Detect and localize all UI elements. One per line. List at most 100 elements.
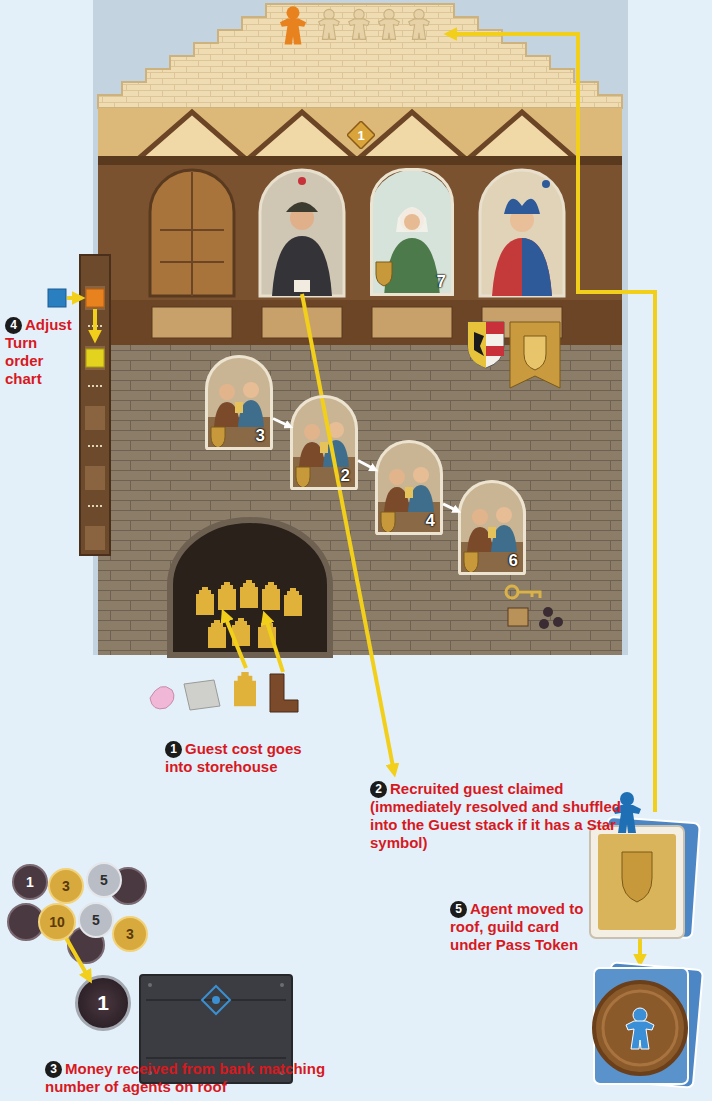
coin: 10 [38,903,76,941]
slot-band [152,307,232,338]
guild-cards [590,826,684,938]
roof-slots [319,9,340,39]
jester-window [504,199,540,214]
coin-value: 5 [100,872,108,888]
callout-step: 5Agent moved to roof, guild card under P… [450,900,586,954]
guest-card: 2 [290,395,358,490]
turn-cubes [93,309,97,338]
callout-text: Money received from bank matching number… [45,1060,325,1095]
window-shutters [160,172,224,296]
facade [98,160,622,165]
turn-order-chart [85,346,105,370]
tavern-cards [458,480,526,575]
guild-cards [598,834,676,930]
key-icon [543,607,553,617]
facade [98,108,622,160]
coin: 3 [112,916,148,952]
resources [150,686,174,708]
coin-value: 3 [62,878,70,894]
flow-arrow [358,461,375,470]
facade [137,112,247,160]
tavern-cards [205,355,273,450]
coin: 1 [12,864,48,900]
pass-token [594,982,686,1074]
turn-order-chart [80,255,110,555]
callout-text: Guest cost goes into storehouse [165,740,302,775]
callout-step: 1Guest cost goes into storehouse [165,740,323,776]
guest-card: 7 [370,168,454,296]
jester-window [480,170,564,296]
board [98,4,622,108]
facade [98,156,622,164]
card-value: 4 [426,511,435,531]
board [93,0,628,655]
guest-window [298,177,306,185]
jester-window [480,170,564,296]
coin: 5 [86,862,122,898]
level-diamond: 1 [347,121,375,149]
callout-number: 4 [5,317,22,334]
orange-agent [280,6,306,44]
window-shutters [150,170,234,296]
coin: 5 [78,902,114,938]
bank-vault [148,983,152,987]
facade [247,112,357,160]
guest-window [260,170,344,296]
pass-token [603,991,677,1065]
leader-arrows [224,34,655,962]
guest-card-art [404,214,420,230]
callout-step: 4Adjust Turn order chart [5,316,77,388]
coin-value: 1 [26,874,34,890]
guest-card-art [376,262,392,286]
turn-order-chart [85,526,105,550]
facade [98,160,622,300]
coat-of-arms [468,322,504,368]
key-icon [518,592,540,598]
turn-cubes [86,349,104,367]
storehouse-arch [170,520,330,655]
guest-card-art [370,170,454,296]
diamond-shape [347,121,375,149]
flow-arrow [273,419,290,427]
guild-banner [510,322,560,388]
storehouse-arch [262,582,280,610]
resources [150,672,298,712]
callout-number: 5 [450,901,467,918]
storehouse-arch [208,620,226,648]
card-value: 3 [256,426,265,446]
bank-vault [280,983,284,987]
storehouse-arch [240,580,258,608]
callout-number: 2 [370,781,387,798]
coin-value: 1 [97,991,109,1015]
storehouse-arch [196,580,302,648]
leader-arrows [224,614,246,668]
storehouse-arch [218,582,236,610]
guest-window [286,202,318,212]
board [93,0,628,655]
leader-arrows [449,34,655,812]
coin-value: 5 [92,912,100,928]
coin-value: 10 [49,914,65,930]
callout-step: 3Money received from bank matching numbe… [45,1060,375,1096]
turn-order-chart [80,255,110,555]
callout-number: 1 [165,741,182,758]
coin-value: 3 [126,926,134,942]
turn-order-chart [85,286,105,310]
card-value: 7 [437,272,446,292]
guest-window [260,170,344,296]
guest-card-art [396,207,428,232]
key-icon [539,619,549,629]
turn-order-chart [85,466,105,490]
turn-cubes [86,289,104,307]
storehouse-arch [284,588,302,616]
coat-of-arms [468,322,504,368]
turn-cubes [67,296,80,300]
resources [234,672,256,706]
storehouse-arch [170,520,330,655]
bank-token: 1 [75,975,131,1031]
turn-cubes [48,289,66,307]
leader-arrows [638,938,642,962]
resources [270,674,298,712]
storehouse-arch [196,587,214,615]
card-value: 6 [509,551,518,571]
